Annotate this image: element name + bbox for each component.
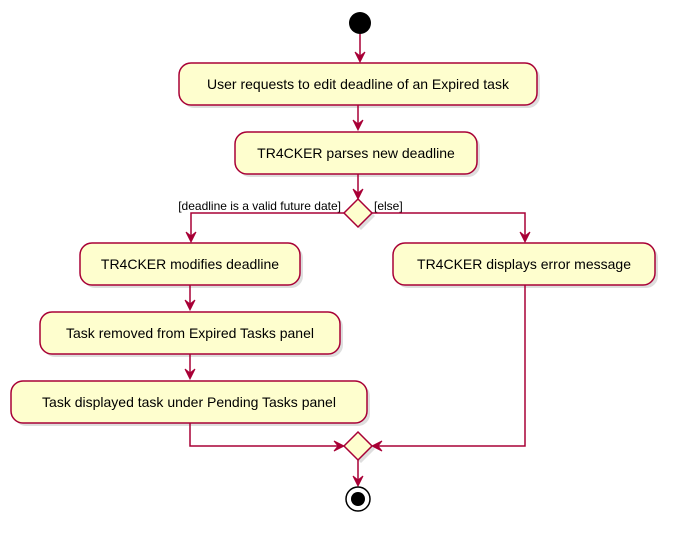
activity-display-under-pending: Task displayed task under Pending Tasks … [10, 380, 370, 426]
activity-modify-deadline-label: TR4CKER modifies deadline [101, 256, 279, 272]
edge-merge-to-end [352, 460, 364, 488]
edge-modify-to-remove [184, 285, 196, 312]
activity-modify-deadline: TR4CKER modifies deadline [79, 242, 303, 288]
activity-request-edit-label: User requests to edit deadline of an Exp… [207, 76, 510, 92]
edge-decision-to-modify [185, 212, 344, 244]
edge-start-to-request [354, 34, 366, 64]
edge-remove-to-pending [184, 354, 196, 381]
edge-decision-to-error [372, 212, 531, 244]
guard-valid-label: [deadline is a valid future date] [178, 199, 341, 213]
activity-remove-from-expired-label: Task removed from Expired Tasks panel [66, 325, 314, 341]
decision-node [342, 197, 375, 230]
edge-request-to-parse [352, 105, 364, 132]
edge-error-to-merge [370, 285, 526, 452]
merge-node [342, 430, 375, 463]
activity-display-error: TR4CKER displays error message [392, 242, 658, 288]
start-node [349, 12, 371, 34]
activity-parse-deadline: TR4CKER parses new deadline [234, 131, 480, 177]
end-node [345, 486, 371, 512]
activity-request-edit: User requests to edit deadline of an Exp… [178, 62, 540, 108]
activity-remove-from-expired: Task removed from Expired Tasks panel [39, 311, 343, 357]
edge-pending-to-merge [189, 423, 346, 452]
edge-parse-to-decision [352, 174, 364, 201]
guard-else-label: [else] [374, 199, 403, 213]
activity-display-error-label: TR4CKER displays error message [417, 256, 631, 272]
activity-display-under-pending-label: Task displayed task under Pending Tasks … [42, 394, 336, 410]
activity-parse-deadline-label: TR4CKER parses new deadline [257, 145, 455, 161]
